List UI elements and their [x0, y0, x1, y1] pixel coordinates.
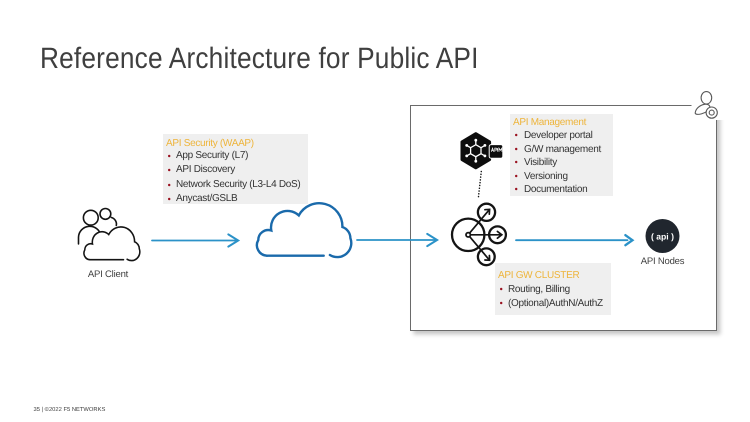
- svg-text:( api ): ( api ): [651, 232, 674, 242]
